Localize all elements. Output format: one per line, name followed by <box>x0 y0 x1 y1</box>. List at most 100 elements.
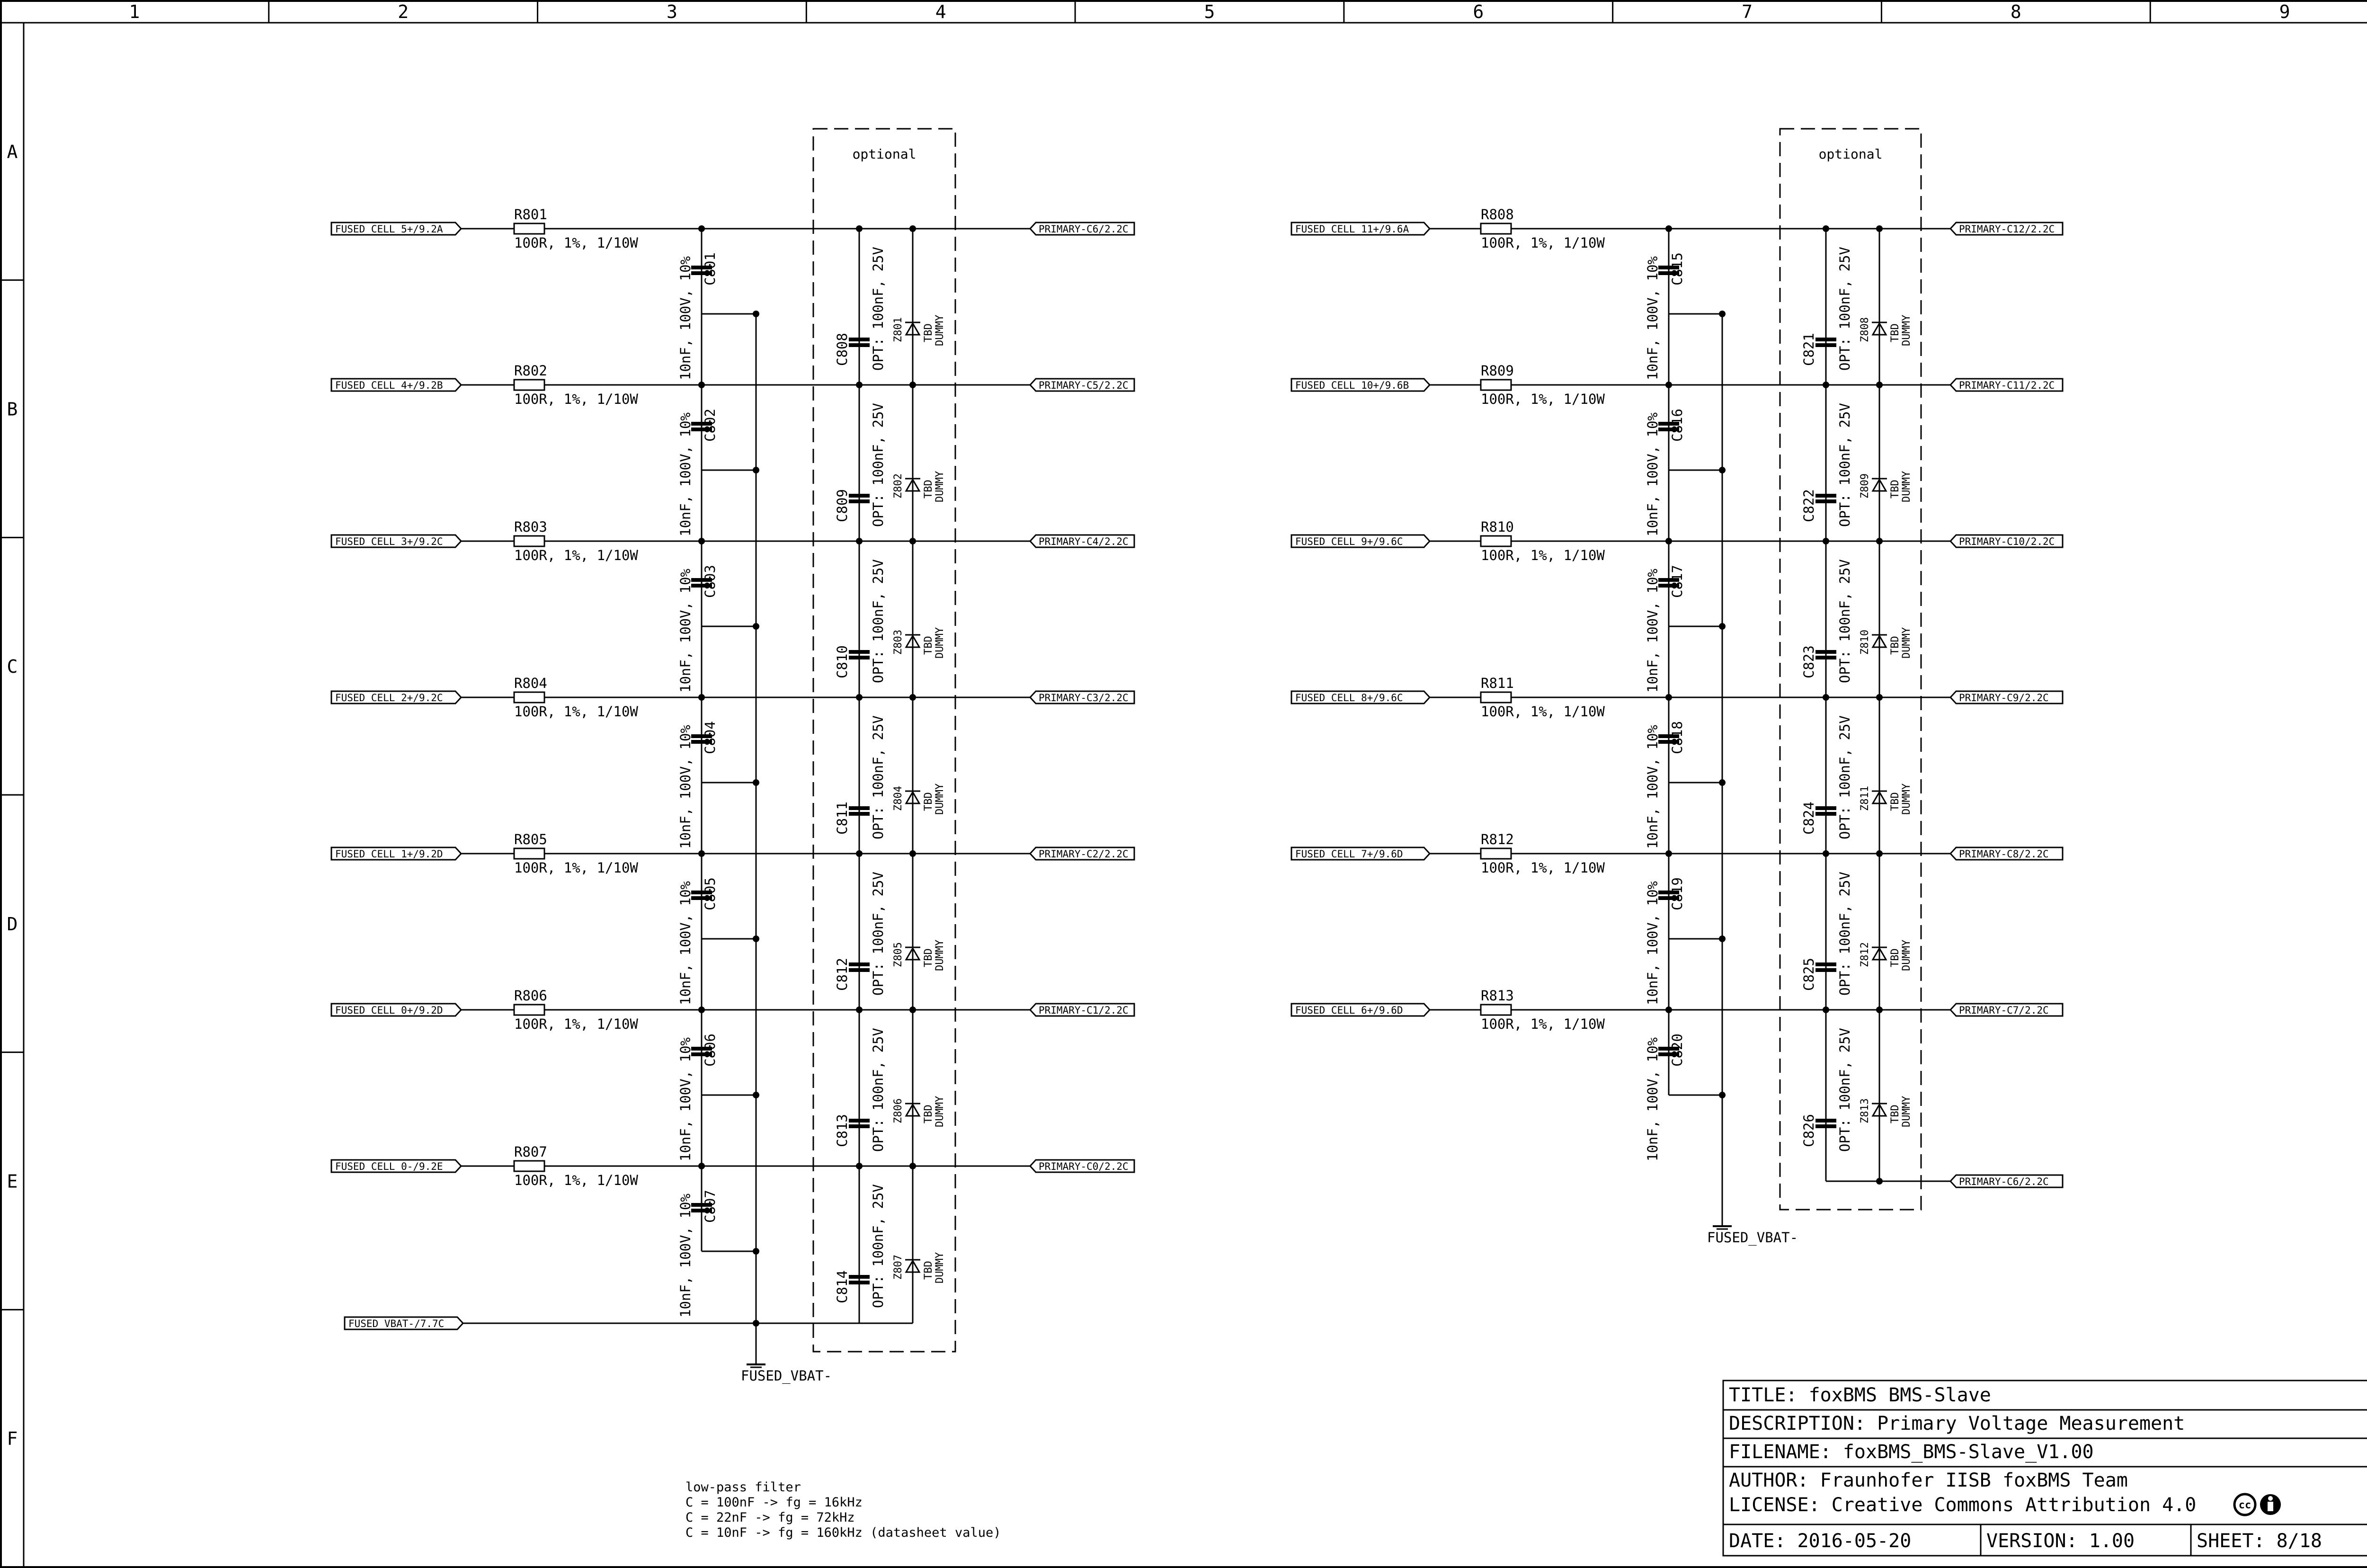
optional-capacitor-ref: C826 <box>1801 1114 1817 1147</box>
port-label: PRIMARY-C12/2.2C <box>1959 223 2055 235</box>
zener-value: TBD <box>923 792 934 811</box>
optional-capacitor-ref: C824 <box>1801 802 1817 835</box>
column-label: 2 <box>398 1 409 22</box>
optional-capacitor-ref: C808 <box>834 333 850 366</box>
row-label-left: C <box>7 656 18 677</box>
zener-ref: Z806 <box>892 1098 904 1123</box>
zener-diode <box>1871 791 1887 804</box>
resistor-ref: R810 <box>1481 519 1514 535</box>
zener-ref: Z805 <box>892 942 904 967</box>
zener-value: TBD <box>1889 948 1901 967</box>
junction-dot <box>1719 311 1726 317</box>
zener-note: DUMMY <box>1901 471 1913 502</box>
zener-diode <box>905 478 921 492</box>
zener-value: TBD <box>923 636 934 655</box>
zener-value: TBD <box>923 323 934 342</box>
sheet-number-text: SHEET: 8/18 <box>2197 1530 2322 1552</box>
port-label: FUSED_CELL_2+/9.2C <box>335 692 443 704</box>
resistor-ref: R807 <box>514 1144 547 1160</box>
resistor-value: 100R, 1%, 1/10W <box>514 860 638 876</box>
optional-capacitor-ref: C813 <box>834 1114 850 1147</box>
optional-label: optional <box>853 146 917 162</box>
optional-capacitor-value: OPT: 100nF, 25V <box>870 403 886 527</box>
zener-note: DUMMY <box>934 1096 946 1127</box>
optional-box <box>1779 128 1922 1211</box>
port-flag <box>344 1316 464 1330</box>
port-label: FUSED_VBAT-/7.7C <box>348 1318 444 1329</box>
zener-note: DUMMY <box>934 471 946 502</box>
zener-note: DUMMY <box>934 784 946 815</box>
zener-ref: Z810 <box>1859 630 1871 655</box>
optional-capacitor-value: OPT: 100nF, 25V <box>1837 715 1853 839</box>
resistor-ref: R808 <box>1481 206 1514 223</box>
zener-ref: Z804 <box>892 786 904 811</box>
junction-dot <box>753 467 759 473</box>
zener-diode <box>905 947 921 961</box>
optional-capacitor-ref: C814 <box>834 1270 850 1303</box>
zener-ref: Z801 <box>892 317 904 342</box>
junction-dot <box>1823 225 1829 232</box>
port-flag <box>330 378 463 392</box>
port-label: PRIMARY-C10/2.2C <box>1959 536 2055 547</box>
port-flag <box>1949 222 2064 236</box>
zener-value: TBD <box>923 480 934 499</box>
capacitor-value: 10nF, 100V, 10% <box>677 412 694 536</box>
license-text: LICENSE: Creative Commons Attribution 4.… <box>1729 1494 2196 1516</box>
port-label: PRIMARY-C1/2.2C <box>1039 1005 1129 1016</box>
optional-capacitor-value: OPT: 100nF, 25V <box>870 1028 886 1152</box>
port-flag <box>1290 222 1431 236</box>
optional-capacitor-ref: C811 <box>834 802 850 835</box>
row-label-left: F <box>7 1428 18 1449</box>
zener-value: TBD <box>923 1261 934 1280</box>
port-label: FUSED_CELL_6+/9.6D <box>1295 1005 1403 1016</box>
port-flag <box>1949 690 2064 704</box>
junction-dot <box>1823 850 1829 857</box>
junction-dot <box>909 225 916 232</box>
column-label: 9 <box>2279 1 2290 22</box>
junction-dot <box>1719 779 1726 786</box>
port-label: FUSED_CELL_9+/9.6C <box>1295 536 1403 547</box>
capacitor-value: 10nF, 100V, 10% <box>677 725 694 849</box>
filter-notes: low-pass filter C = 100nF -> fg = 16kHz … <box>685 1480 1001 1540</box>
junction-dot <box>1823 382 1829 388</box>
port-flag <box>1290 690 1431 704</box>
zener-diode <box>1871 478 1887 492</box>
zener-value: TBD <box>1889 792 1901 811</box>
capacitor-ref: C805 <box>702 877 718 910</box>
capacitor-ref: C804 <box>702 721 718 754</box>
zener-diode <box>905 1259 921 1273</box>
optional-capacitor-ref: C821 <box>1801 333 1817 366</box>
port-label: PRIMARY-C2/2.2C <box>1039 848 1129 860</box>
port-flag <box>1029 1003 1135 1017</box>
port-label: PRIMARY-C8/2.2C <box>1959 848 2049 860</box>
zener-note: DUMMY <box>934 315 946 346</box>
capacitor-value: 10nF, 100V, 10% <box>1645 256 1661 380</box>
junction-dot <box>1876 1007 1883 1013</box>
resistor-ref: R806 <box>514 988 547 1004</box>
optional-capacitor-ref: C809 <box>834 489 850 522</box>
port-label: FUSED_CELL_1+/9.2D <box>335 848 443 860</box>
junction-dot <box>753 1092 759 1098</box>
junction-dot <box>1823 694 1829 701</box>
column-label: 5 <box>1204 1 1215 22</box>
zener-value: TBD <box>1889 480 1901 499</box>
zener-value: TBD <box>1889 636 1901 655</box>
row-label-left: D <box>7 914 18 935</box>
optional-capacitor-value: OPT: 100nF, 25V <box>1837 247 1853 371</box>
zener-ref: Z809 <box>1859 473 1871 499</box>
junction-dot <box>909 1163 916 1169</box>
resistor-value: 100R, 1%, 1/10W <box>514 391 638 407</box>
column-label: 8 <box>2011 1 2021 22</box>
zener-note: DUMMY <box>934 627 946 659</box>
resistor-value: 100R, 1%, 1/10W <box>1481 391 1605 407</box>
junction-dot <box>856 694 863 701</box>
capacitor-ref: C816 <box>1669 409 1685 442</box>
port-flag <box>1949 1174 2064 1188</box>
port-flag <box>330 1159 463 1173</box>
optional-capacitor-value: OPT: 100nF, 25V <box>870 872 886 996</box>
optional-capacitor-value: OPT: 100nF, 25V <box>870 715 886 839</box>
resistor-ref: R812 <box>1481 831 1514 847</box>
optional-capacitor-value: OPT: 100nF, 25V <box>1837 1028 1853 1152</box>
